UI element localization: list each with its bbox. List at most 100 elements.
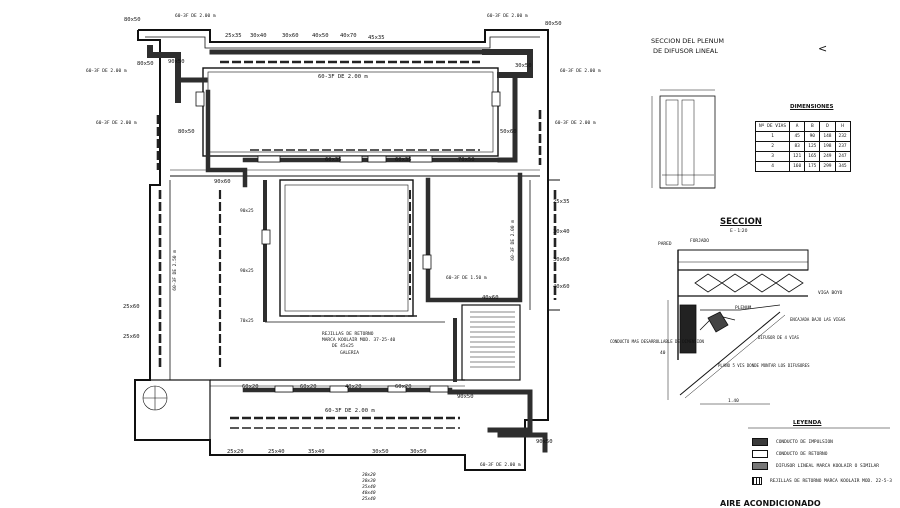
plan-label: 60-3F DE 2.00 m — [86, 69, 127, 74]
plan-label: 60x20 — [242, 384, 259, 390]
plan-label: 30x60 — [282, 33, 299, 39]
plan-label: 70x50 — [458, 157, 475, 163]
plan-label: 80x50 — [124, 17, 141, 23]
section-dimension: 1.40 — [728, 399, 739, 404]
table-row: 2 83 125 198 237 — [754, 141, 851, 152]
plan-label: 60-3F DE 2.00 m — [560, 69, 601, 74]
section-label: DIFUSOR DE 4 VIAS — [758, 335, 799, 340]
plan-label: 90x50 — [536, 439, 553, 445]
table-header: H — [834, 121, 851, 132]
stair-hatching — [142, 311, 515, 411]
table-cell: 299 — [819, 161, 836, 172]
section-title: SECCION — [720, 217, 762, 227]
building-walls — [134, 29, 560, 471]
plan-label: 30x50 — [372, 449, 389, 455]
plan-label: 35x40 — [308, 449, 325, 455]
plan-label: 30x40 — [250, 33, 267, 39]
table-cell: 90 — [804, 131, 821, 142]
plan-label: DE 45x25 — [332, 344, 354, 349]
plan-label: MARCA KOOLAIR MOD. 37-25-40 — [322, 338, 396, 343]
plan-label: 25x40 — [268, 449, 285, 455]
legend-item-grille: REJILLAS DE RETORNO MARCA KOOLAIR MOD. 2… — [752, 477, 892, 485]
legend-item-return: CONDUCTO DE RETORNO — [752, 450, 827, 458]
plan-label: 60-3F DE 2.50 m — [173, 250, 178, 291]
plan-label: 60x20 — [300, 384, 317, 390]
section-label: PLANO 5 VIS DONDE MONTAR LOS DIFUSORES — [718, 363, 810, 368]
plan-label: 25x35 — [553, 199, 570, 205]
diffuser-swatch — [752, 462, 768, 470]
section-label: PLENUM — [735, 306, 752, 311]
table-cell: 121 — [789, 151, 806, 162]
plan-label: 30x50 — [515, 63, 532, 69]
table-cell: 175 — [804, 161, 821, 172]
plenum-section-drawing — [651, 89, 716, 189]
plan-label: 25x35 — [225, 33, 242, 39]
dimensions-table: Nº DE VIAS A B D H 1 45 90 148 232 2 83 … — [754, 121, 851, 172]
section-dimension: 40 — [660, 351, 666, 356]
section-label: CONDUCTO MAS DESARROLLABLE DE DIMENSION — [610, 339, 704, 344]
table-cell: 125 — [804, 141, 821, 152]
table-cell: 249 — [819, 151, 836, 162]
table-row: 1 45 90 148 232 — [754, 131, 851, 142]
plan-label: 90x25 — [240, 269, 254, 274]
plan-label: 40x20 — [345, 384, 362, 390]
table-header-row: Nº DE VIAS A B D H — [754, 121, 851, 132]
plan-label: 80x50 — [137, 61, 154, 67]
plan-label: 70x25 — [240, 319, 254, 324]
table-header: D — [819, 121, 836, 132]
return-grilles — [195, 91, 501, 393]
section-label: VIGA BOYO — [818, 291, 843, 296]
table-row: 3 121 165 249 247 — [754, 151, 851, 162]
plan-label: 60-3F DE 2.00 m — [96, 121, 137, 126]
plan-label: 80x50 — [178, 129, 195, 135]
drawing-caption: AIRE ACONDICIONADO — [720, 499, 821, 508]
plan-label: 60-3F DE 2.00 m — [325, 408, 375, 414]
return-duct-swatch — [752, 450, 768, 458]
table-cell: 160 — [789, 161, 806, 172]
legend-label: REJILLAS DE RETORNO MARCA KOOLAIR MOD. 2… — [770, 478, 892, 484]
table-cell: 2 — [754, 141, 791, 152]
table-cell: 198 — [819, 141, 836, 152]
legend-label: DIFUSOR LINEAL MARCA KOOLAIR O SIMILAR — [776, 463, 879, 469]
table-header: Nº DE VIAS — [754, 121, 791, 132]
plan-label: 60-3F DE 1.50 m — [446, 276, 487, 281]
plan-label: 40x60 — [482, 295, 499, 301]
plan-label: 50x60 — [500, 129, 517, 135]
legend-item-diffuser: DIFUSOR LINEAL MARCA KOOLAIR O SIMILAR — [752, 462, 879, 470]
section-label: FORJADO — [690, 239, 709, 244]
plan-label: 40x50 — [312, 33, 329, 39]
plan-label: 90x60 — [214, 179, 231, 185]
table-cell: 3 — [754, 151, 791, 162]
table-cell: 237 — [834, 141, 851, 152]
plan-label: 45x35 — [368, 35, 385, 41]
table-header: B — [804, 121, 821, 132]
plan-label: 80x50 — [545, 21, 562, 27]
table-row: 4 160 175 299 345 — [754, 161, 851, 172]
plenum-subtitle: DE DIFUSOR LINEAL — [653, 47, 718, 55]
section-label: ENCAJADA BAJO LAS VIGAS — [790, 317, 846, 322]
section-label: PARED — [658, 242, 672, 247]
handwritten-note: 30x30 — [362, 479, 376, 484]
grille-swatch — [752, 477, 762, 485]
plan-label: 90x25 — [240, 209, 254, 214]
plan-label: 60-3F DE 2.00 m — [480, 463, 521, 468]
table-cell: 165 — [804, 151, 821, 162]
plan-label: GALERIA — [340, 351, 359, 356]
handwritten-note: 40x40 — [362, 491, 376, 496]
table-cell: 83 — [789, 141, 806, 152]
plan-label: 60-3F DE 2.00 m — [318, 74, 368, 80]
dimensions-title: DIMENSIONES — [790, 104, 834, 110]
plan-label: 60-3F DE 2.00 m — [511, 220, 516, 261]
plan-label: 60-3F DE 2.00 m — [175, 14, 216, 19]
table-cell: 247 — [834, 151, 851, 162]
plan-label: 25x20 — [227, 449, 244, 455]
table-cell: 1 — [754, 131, 791, 142]
plan-label: 30x40 — [553, 229, 570, 235]
table-cell: 148 — [819, 131, 836, 142]
table-cell: 345 — [834, 161, 851, 172]
handwritten-note: 30x20 — [362, 473, 376, 478]
legend-title: LEYENDA — [793, 420, 822, 426]
table-cell: 4 — [754, 161, 791, 172]
plan-label: 40x60 — [553, 284, 570, 290]
section-scale: E - 1:20 — [730, 229, 748, 234]
